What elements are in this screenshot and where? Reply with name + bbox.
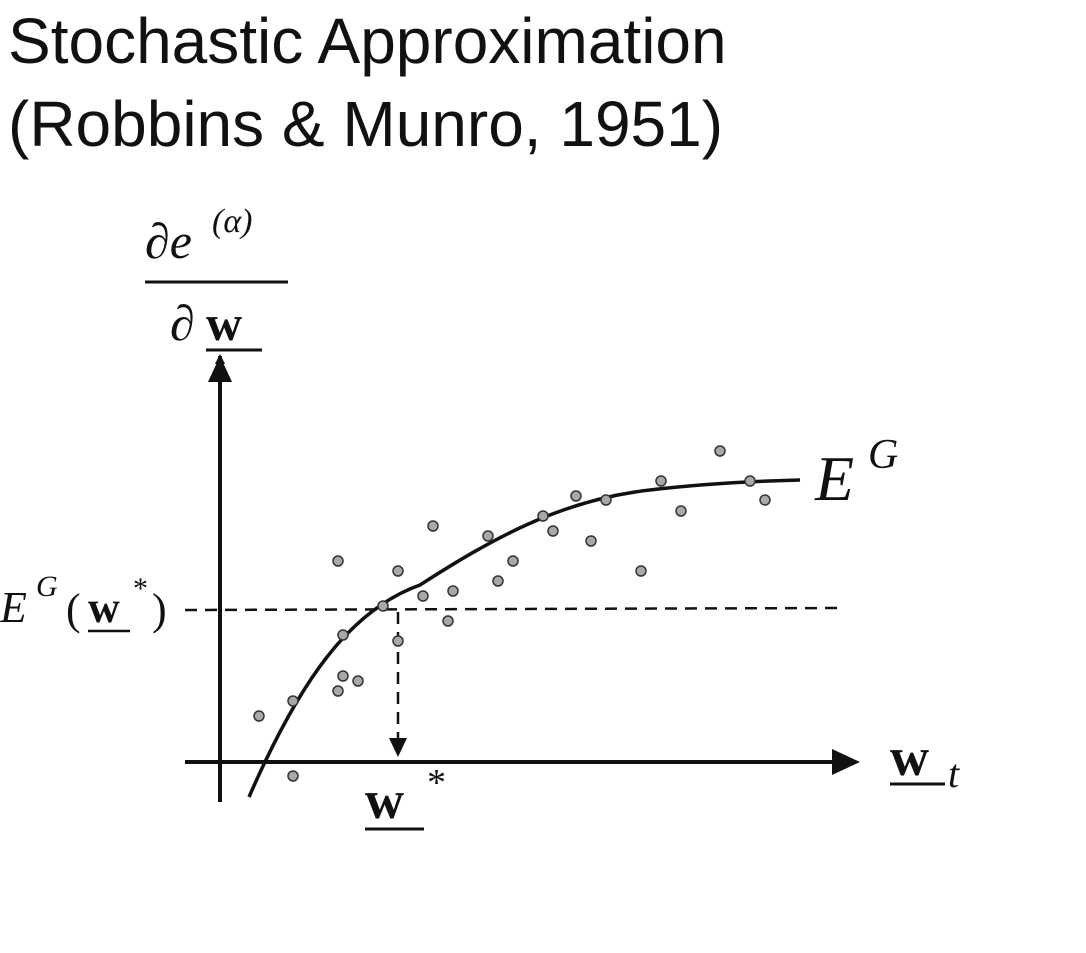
sample-point [337,670,349,682]
root-label-var: w [365,770,404,830]
sample-point [253,710,265,722]
sample-point [377,600,389,612]
sample-point [417,590,429,602]
sample-point [392,565,404,577]
y-label-numerator-superscript: (α) [212,203,253,240]
level-label-star: * [133,572,148,605]
level-label: E G ( w * ) [0,570,167,634]
x-axis-arrowhead [832,749,860,775]
root-arrowhead [389,738,407,757]
sample-point [714,445,726,457]
sample-point [655,475,667,487]
y-label-numerator: ∂e [145,213,192,269]
x-label-subscript: t [948,751,960,796]
y-axis-arrowhead [208,356,232,382]
sample-point [585,535,597,547]
sample-point [600,494,612,506]
level-label-open-paren: ( [66,585,81,634]
slide-title: Stochastic Approximation (Robbins & Munr… [8,0,727,166]
root-label-star: * [427,762,446,804]
sample-point [287,695,299,707]
x-label-var: w [890,727,929,787]
sample-point [635,565,647,577]
sample-point [332,555,344,567]
scatter-points [253,445,771,782]
sample-point [492,575,504,587]
level-dashed-line [184,606,841,612]
y-label-denominator-var: w [206,295,242,351]
regression-curve [247,478,801,798]
sample-point [744,475,756,487]
y-label-denominator-partial: ∂ [170,295,195,351]
level-label-superscript: G [36,570,58,603]
sample-point [392,635,404,647]
curve-label: E G [814,432,898,514]
level-label-var: w [88,583,120,632]
sample-point [482,530,494,542]
sample-point [759,494,771,506]
y-axis-label: ∂e (α) ∂ w [145,203,288,352]
sample-point [337,629,349,641]
sample-point [287,770,299,782]
level-label-close-paren: ) [152,585,167,634]
sample-point [447,585,459,597]
sample-point [570,490,582,502]
curve-label-superscript: G [868,432,898,478]
sample-point [675,505,687,517]
sample-point [507,555,519,567]
title-line-2: (Robbins & Munro, 1951) [8,88,724,161]
x-axis-label: w t [890,727,960,796]
sample-point [442,615,454,627]
sample-point [332,685,344,697]
curve-label-main: E [814,443,854,514]
level-label-main: E [0,583,27,632]
sample-point [427,520,439,532]
sample-point [547,525,559,537]
title-line-1: Stochastic Approximation [8,5,727,77]
root-label: w * [365,762,446,831]
sample-point [352,675,364,687]
sample-point [537,510,549,522]
